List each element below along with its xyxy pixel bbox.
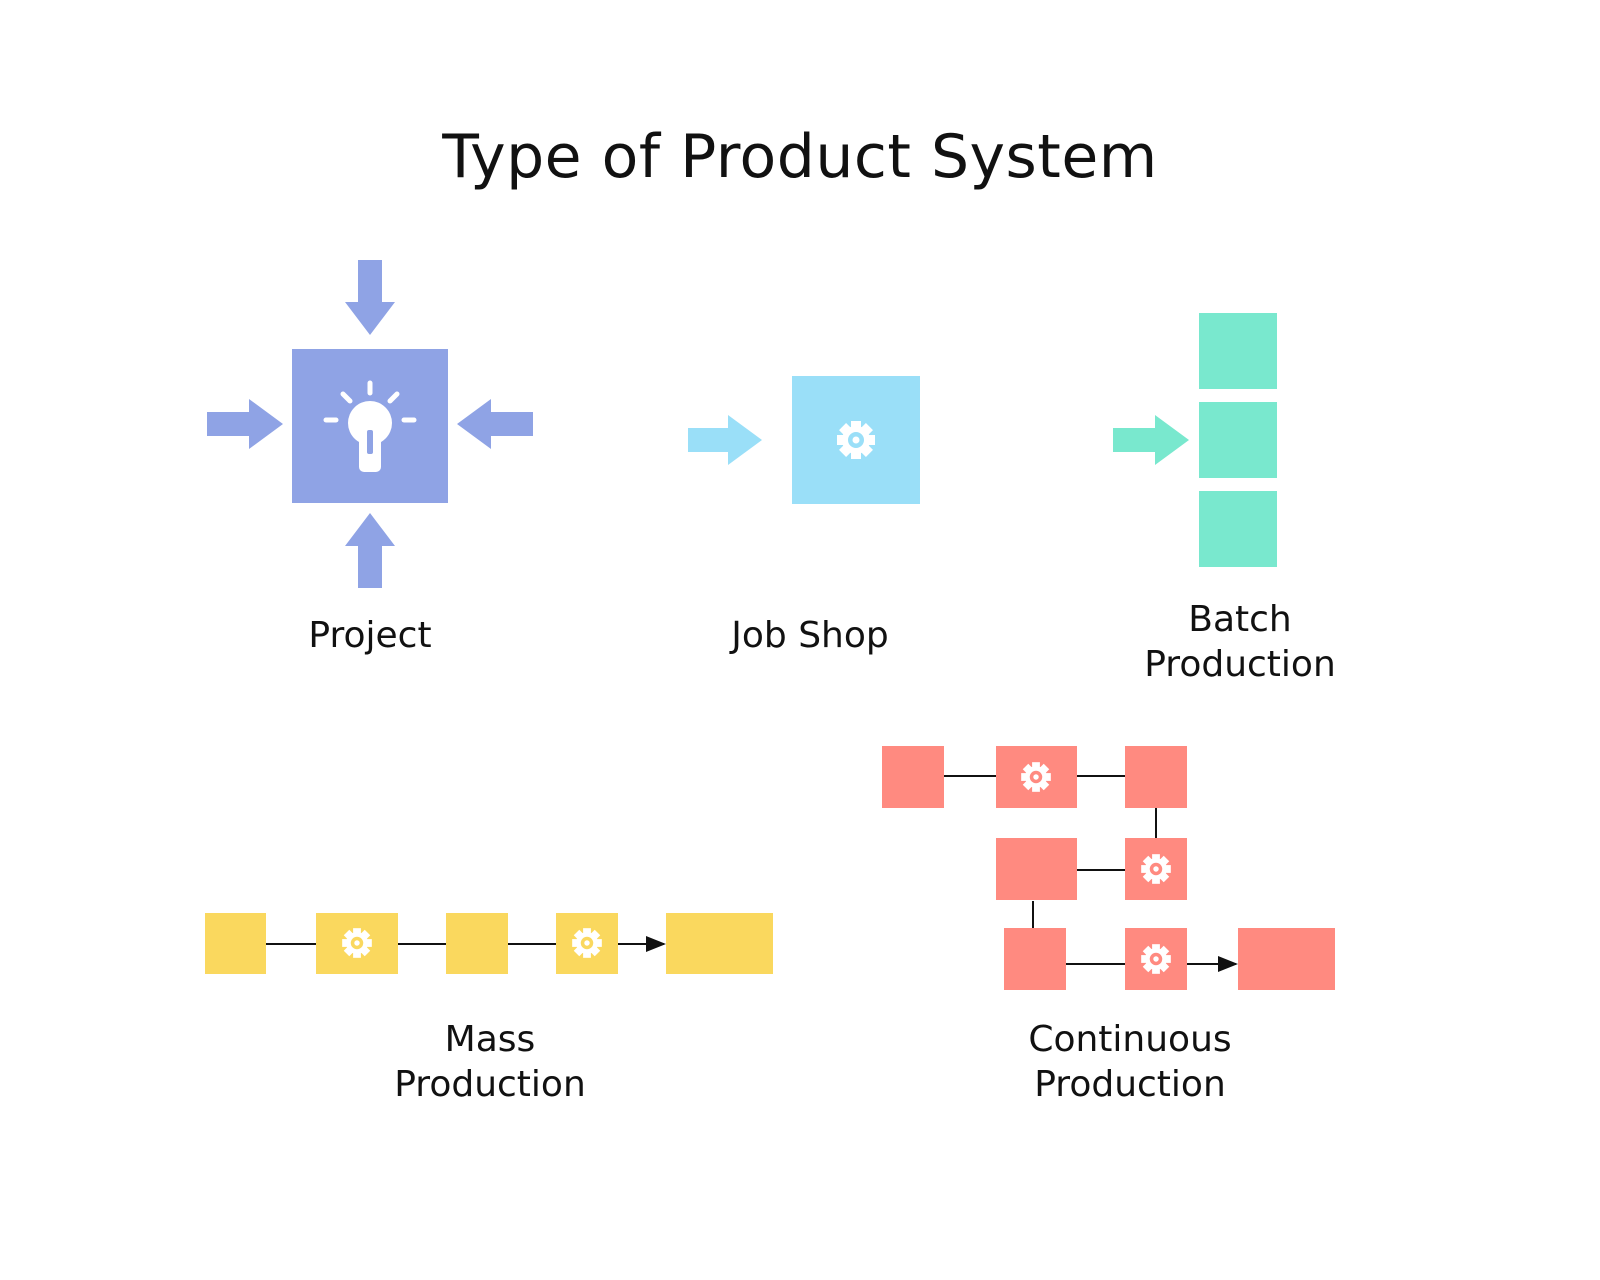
batch-production-label: Batch Production — [1110, 597, 1370, 687]
project-label-text: Project — [308, 615, 432, 656]
gear-icon — [1141, 854, 1171, 884]
project-label: Project — [250, 613, 490, 658]
arrow-right-icon — [688, 415, 762, 465]
batch-box-2 — [1199, 402, 1277, 478]
cont-box-1 — [882, 746, 944, 808]
mass-label-line1: Mass — [444, 1019, 536, 1060]
mass-production-group — [205, 913, 773, 974]
job-shop-group — [688, 376, 920, 504]
gear-icon — [837, 421, 875, 459]
gear-icon — [1021, 762, 1051, 792]
batch-box-1 — [1199, 313, 1277, 389]
mass-label-line2: Production — [394, 1064, 586, 1105]
batch-label-line1: Batch — [1188, 599, 1292, 640]
cont-box-4 — [996, 838, 1077, 900]
gear-icon — [572, 928, 602, 958]
mass-box-1 — [205, 913, 266, 974]
job-shop-label-text: Job Shop — [731, 615, 889, 656]
mass-production-label: Mass Production — [360, 1017, 620, 1107]
batch-box-3 — [1199, 491, 1277, 567]
arrow-left-icon — [457, 399, 533, 449]
lightbulb-icon — [323, 380, 417, 472]
arrow-right-icon — [1113, 415, 1189, 465]
project-group — [207, 260, 533, 588]
arrow-down-icon — [345, 260, 395, 335]
cont-box-3 — [1125, 746, 1187, 808]
arrow-up-icon — [345, 513, 395, 588]
continuous-label-line1: Continuous — [1028, 1019, 1232, 1060]
batch-label-line2: Production — [1144, 644, 1336, 685]
job-shop-label: Job Shop — [680, 613, 940, 658]
page-title: Type of Product System — [442, 122, 1158, 192]
continuous-label-line2: Production — [1034, 1064, 1226, 1105]
gear-icon — [1141, 944, 1171, 974]
arrow-right-icon — [207, 399, 283, 449]
cont-box-6 — [1004, 928, 1066, 990]
gear-icon — [342, 928, 372, 958]
continuous-production-group — [882, 746, 1335, 990]
continuous-production-label: Continuous Production — [980, 1017, 1280, 1107]
batch-group — [1113, 313, 1277, 567]
mass-box-3 — [446, 913, 508, 974]
mass-box-5 — [666, 913, 773, 974]
cont-box-8 — [1238, 928, 1335, 990]
